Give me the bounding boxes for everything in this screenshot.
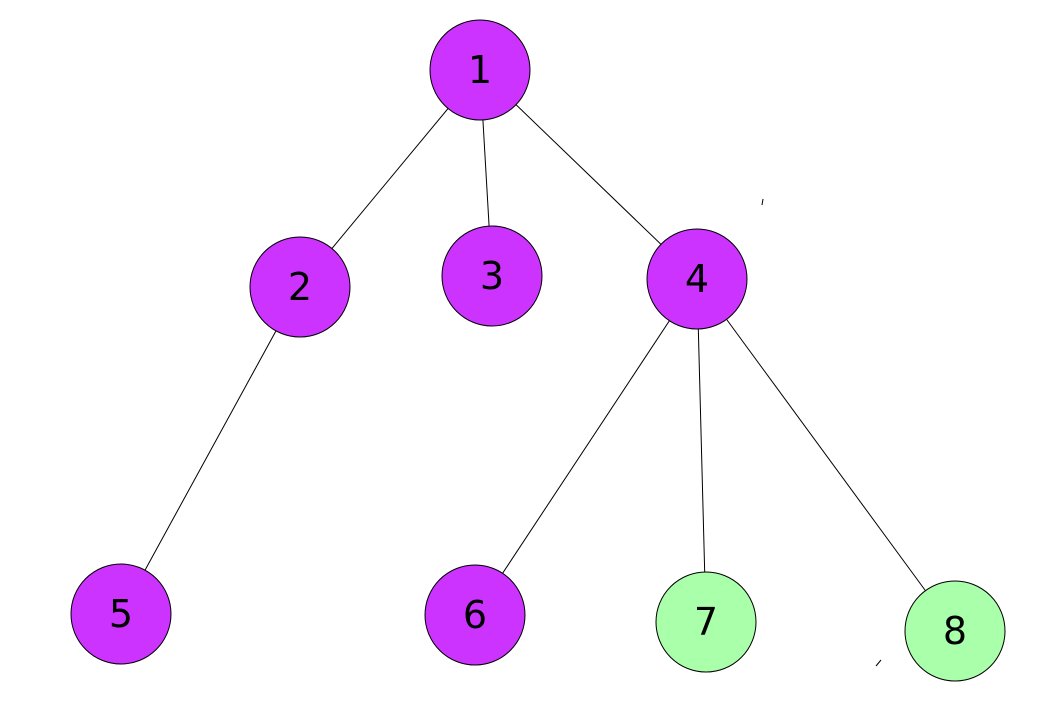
node-circle-7 [655, 571, 757, 673]
node-label-7: 7 [694, 600, 718, 644]
node-1: 1 [429, 19, 531, 121]
edges-layer [120, 69, 956, 632]
edge-4-8 [696, 278, 956, 632]
edge-4-7 [696, 278, 707, 623]
node-label-1: 1 [468, 48, 492, 92]
node-5: 5 [70, 563, 172, 665]
node-circle-3 [441, 225, 543, 327]
node-7: 7 [655, 571, 757, 673]
node-circle-8 [904, 580, 1006, 682]
node-2: 2 [249, 236, 351, 338]
node-label-4: 4 [685, 257, 709, 301]
node-label-8: 8 [943, 609, 967, 653]
node-circle-2 [249, 236, 351, 338]
stray-mark [761, 198, 764, 206]
node-circle-6 [424, 564, 526, 666]
nodes-layer: 1 2 3 4 5 6 7 8 [70, 19, 1006, 682]
node-label-2: 2 [288, 265, 312, 309]
node-label-3: 3 [480, 254, 504, 298]
edge-4-6 [474, 278, 698, 616]
node-label-6: 6 [463, 593, 487, 637]
stray-mark [875, 659, 882, 667]
node-circle-4 [646, 228, 748, 330]
node-8: 8 [904, 580, 1006, 682]
edge-2-5 [120, 286, 301, 615]
node-circle-5 [70, 563, 172, 665]
node-6: 6 [424, 564, 526, 666]
node-4: 4 [646, 228, 748, 330]
node-label-5: 5 [109, 592, 133, 636]
node-circle-1 [429, 19, 531, 121]
node-3: 3 [441, 225, 543, 327]
